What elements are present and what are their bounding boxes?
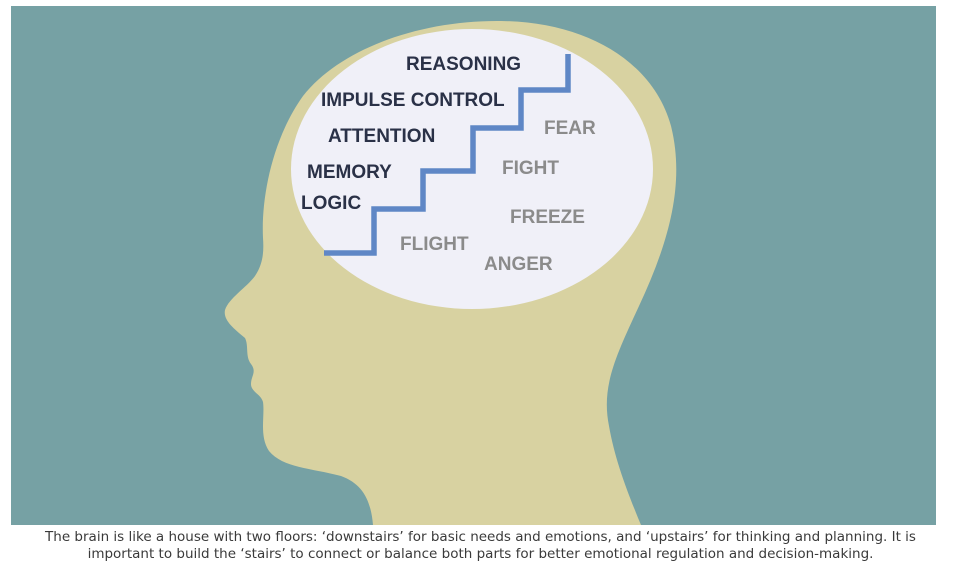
label-attention: ATTENTION <box>328 126 435 147</box>
caption-line-2: important to build the ‘stairs’ to conne… <box>87 546 874 562</box>
label-flight: FLIGHT <box>400 234 469 255</box>
label-impulse-control: IMPULSE CONTROL <box>321 90 505 111</box>
label-anger: ANGER <box>484 254 553 275</box>
label-logic: LOGIC <box>301 193 361 214</box>
label-reasoning: REASONING <box>406 54 521 75</box>
label-memory: MEMORY <box>307 162 392 183</box>
caption-line-1: The brain is like a house with two floor… <box>45 529 916 545</box>
label-fight: FIGHT <box>502 158 559 179</box>
stairs-line <box>324 54 571 256</box>
figure-caption: The brain is like a house with two floor… <box>0 529 961 563</box>
label-fear: FEAR <box>544 118 596 139</box>
brain-house-diagram: REASONING IMPULSE CONTROL ATTENTION MEMO… <box>11 6 936 525</box>
label-freeze: FREEZE <box>510 207 585 228</box>
